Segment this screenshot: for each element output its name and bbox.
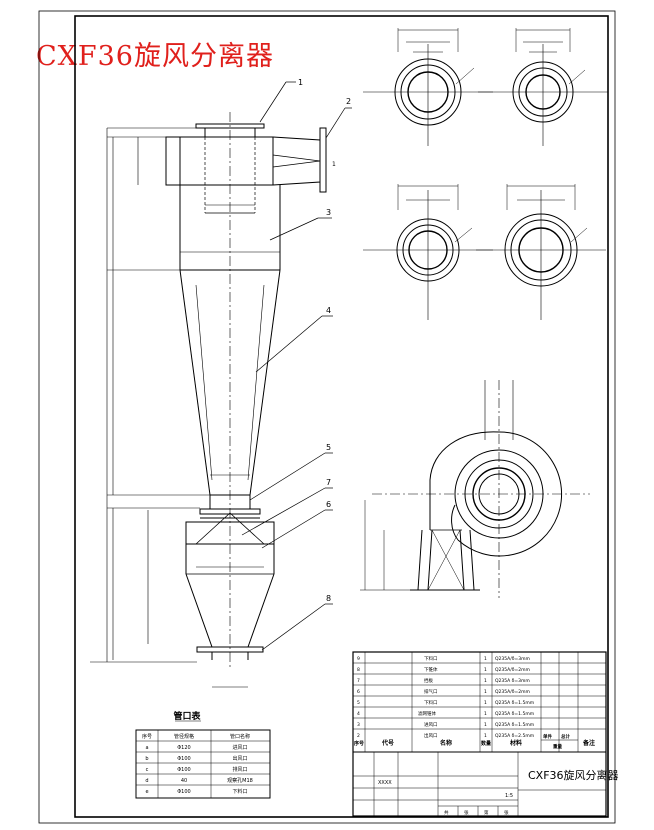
parts-cell: 6 — [357, 689, 360, 695]
nozzle-cell: 观察孔M18 — [227, 777, 253, 784]
flange-view-b — [478, 28, 608, 146]
parts-cell: 下锥体 — [424, 666, 438, 673]
sheet-mark: 张 — [464, 809, 469, 816]
part-label: 3 — [326, 208, 331, 217]
parts-cell: 下料口 — [424, 655, 438, 662]
nozzle-cell: a — [145, 745, 148, 751]
part-label: 7 — [326, 478, 331, 487]
parts-cell: 7 — [357, 678, 360, 684]
sheet-mark: 共 — [444, 809, 449, 816]
parts-header: 备注 — [582, 739, 595, 747]
inner-frame — [74, 15, 609, 818]
flange-view-a — [363, 28, 493, 146]
drawing-scale: 1:5 — [505, 793, 513, 799]
parts-cell: 1 — [484, 711, 487, 717]
nozzle-header: 序号 — [142, 733, 152, 740]
parts-cell: Q235A/δ=2mm — [495, 667, 530, 673]
nozzle-cell: Φ120 — [177, 745, 190, 751]
title-block-name: CXF36旋风分离器 — [528, 768, 619, 782]
part-label: 5 — [326, 443, 331, 452]
flange-view-c — [363, 184, 493, 320]
parts-cell: 下料口 — [424, 699, 438, 706]
outer-frame — [38, 10, 616, 824]
parts-cell: 1 — [484, 656, 487, 662]
nozzle-cell: 出风口 — [232, 755, 247, 762]
nozzle-table: 管口表 序号 管径规格 管口名称 a Φ120 进风口 b Φ100 出风口 c… — [135, 710, 271, 799]
drawing-number: XXXX — [378, 780, 392, 786]
parts-cell: 1 — [484, 733, 487, 739]
parts-cell: 8 — [357, 667, 360, 673]
parts-cell: 1 — [484, 700, 487, 706]
nozzle-cell: 下料口 — [232, 788, 247, 795]
parts-cell: Q235A/δ=2mm — [495, 689, 530, 695]
parts-cell: 2 — [357, 733, 360, 739]
nozzle-cell: 排风口 — [232, 766, 247, 773]
parts-cell: 1 — [484, 667, 487, 673]
parts-cell: 4 — [357, 711, 360, 717]
parts-list: 9 下料口 1 Q235A/δ=3mm 8 下锥体 1 Q235A/δ=2mm … — [352, 651, 619, 817]
parts-cell: 进风口 — [424, 721, 438, 728]
parts-cell: 挡板 — [424, 677, 433, 684]
parts-header: 数量 — [481, 740, 491, 747]
parts-cell: Q235A δ=3mm — [495, 678, 530, 684]
parts-cell: 3 — [357, 722, 360, 728]
parts-cell: 1 — [484, 722, 487, 728]
dimension-lines — [90, 127, 280, 688]
top-view — [360, 380, 590, 598]
parts-cell: 1 — [484, 689, 487, 695]
part-label: 6 — [326, 500, 331, 509]
sheet-mark: 第 — [484, 809, 489, 816]
nozzle-cell: Φ100 — [177, 767, 190, 773]
leader-lines — [241, 81, 352, 651]
parts-cell: Q235A/δ=3mm — [495, 656, 530, 662]
parts-cell: 排气口 — [424, 688, 438, 695]
weight-header: 重量 — [553, 743, 562, 750]
parts-cell: Q235A δ=1.5mm — [495, 711, 534, 717]
side-mark: 1 — [332, 161, 336, 168]
part-label: 4 — [326, 306, 331, 315]
parts-cell: Q235A δ=1.5mm — [495, 700, 534, 706]
parts-cell: 5 — [357, 700, 360, 706]
part-label: 8 — [326, 594, 331, 603]
nozzle-header: 管口名称 — [230, 733, 250, 740]
parts-cell: Q235A δ=1.5mm — [495, 722, 534, 728]
nozzle-cell: Φ100 — [177, 789, 190, 795]
flange-view-d — [476, 184, 606, 320]
parts-header: 序号 — [353, 740, 364, 747]
nozzle-header: 管径规格 — [174, 733, 194, 740]
part-labels: 1 2 3 4 5 7 6 8 1 — [298, 78, 351, 603]
nozzle-cell: Φ100 — [177, 756, 190, 762]
part-label: 1 — [298, 78, 303, 87]
parts-header: 单件 — [543, 733, 552, 740]
part-label: 2 — [346, 97, 351, 106]
parts-cell: 滤网锥体 — [418, 710, 436, 717]
flange-views — [363, 28, 608, 320]
parts-cell: 1 — [484, 678, 487, 684]
parts-cell: Q235A δ=2.5mm — [495, 733, 534, 739]
nozzle-table-title: 管口表 — [173, 710, 201, 722]
parts-cell: 9 — [357, 656, 360, 662]
separator-elevation — [165, 112, 327, 668]
sheet-mark: 张 — [504, 809, 509, 816]
parts-header: 材料 — [509, 739, 522, 747]
nozzle-cell: e — [145, 789, 148, 795]
nozzle-cell: c — [146, 767, 149, 773]
nozzle-cell: 40 — [181, 778, 187, 784]
nozzle-cell: b — [145, 756, 148, 762]
parts-header: 总计 — [561, 733, 570, 740]
parts-header: 代号 — [381, 739, 394, 747]
parts-header: 名称 — [440, 739, 452, 747]
nozzle-cell: d — [145, 778, 148, 784]
nozzle-cell: 进风口 — [232, 744, 247, 751]
parts-cell: 出风口 — [424, 732, 438, 739]
